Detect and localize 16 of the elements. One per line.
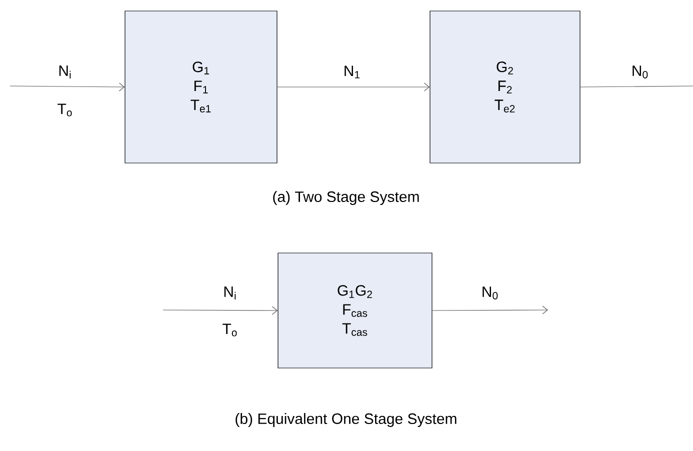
caption: (a) Two Stage System: [273, 191, 419, 205]
arrow: [277, 82, 430, 92]
arrow: [10, 82, 125, 92]
block-box: G$_{2}$ F$_{2}$ T$_{e2}$: [430, 10, 580, 164]
arrow: [162, 306, 278, 315]
edge-label: N$_{0}$: [632, 66, 648, 78]
edge-label: N$_{1}$: [344, 66, 360, 78]
signal-label: T$_{o}$: [58, 104, 72, 116]
caption: (b) Equivalent One Stage System: [236, 413, 456, 427]
edge-label: N$_{i}$: [59, 66, 71, 78]
block-box: G$_{1}$ F$_{1}$ T$_{e1}$: [124, 10, 278, 164]
signal-label: T$_{o}$: [222, 324, 237, 336]
edge-label: N$_{i}$: [224, 286, 236, 300]
block-box: G$_{1}$G$_{2}$ F$_{cas}$ T$_{cas}$: [278, 252, 432, 368]
edge-label: N$_{0}$: [482, 286, 498, 300]
arrow: [432, 306, 548, 314]
